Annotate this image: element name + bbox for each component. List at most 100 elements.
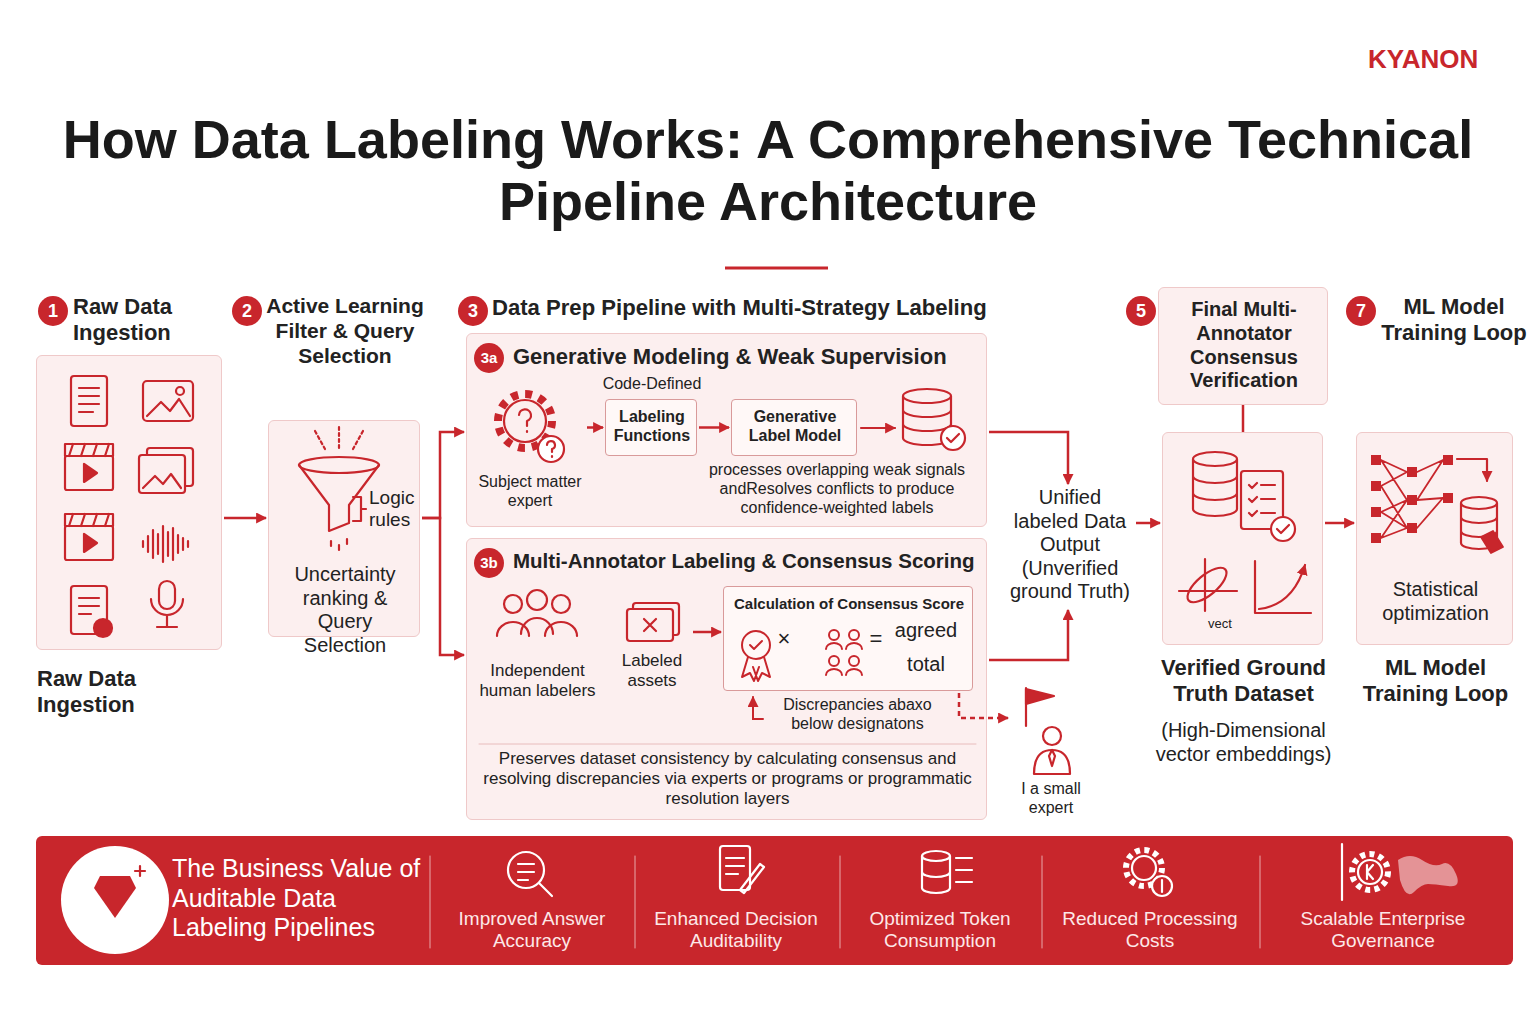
title-underline-part	[725, 267, 828, 270]
expert-icon-part	[1026, 689, 1054, 704]
operator-symbol: ×	[774, 626, 794, 652]
connector	[693, 631, 721, 634]
axis-label: vect	[1208, 616, 1248, 631]
media-icons-part	[65, 514, 113, 526]
connector	[1325, 522, 1354, 525]
dataset-icons-part	[1259, 565, 1305, 609]
people-icon-part	[527, 590, 547, 610]
logo: KYANON	[1368, 44, 1528, 75]
node-text: Enhanced Decision Auditability	[636, 908, 836, 953]
connector	[1242, 405, 1245, 432]
node-text: Generative Modeling & Weak Supervision	[513, 344, 975, 370]
network-icon-part	[1457, 459, 1487, 481]
expert-icon-part	[1043, 727, 1061, 745]
formula-icons-part	[826, 643, 862, 675]
process-box: Code-DefinedLabeling Functions	[605, 399, 697, 456]
value-icons-part	[1398, 856, 1458, 894]
labelers-node: Independent human labelers	[475, 586, 600, 708]
gear-icon-part	[519, 409, 531, 432]
gear-icon-part	[547, 441, 555, 457]
connector	[1136, 522, 1160, 525]
consensus-box: Multi-Annotator Labeling & Consensus Sco…	[466, 538, 987, 820]
callout-number: 5	[1126, 296, 1156, 326]
dataset-icons-part	[1193, 452, 1237, 516]
node-text: Verified Ground Truth Dataset	[1143, 655, 1344, 707]
gear-icon-part	[538, 436, 564, 462]
dataset-icons-part	[1255, 561, 1311, 613]
network-icon-part-part	[1407, 523, 1417, 533]
media-icons-part	[143, 474, 181, 488]
media-icons-part	[139, 455, 185, 493]
media-icons-part	[65, 526, 113, 560]
callout-number: 1	[38, 296, 68, 326]
media-icons-part	[159, 581, 175, 609]
network-icon-part-part	[1443, 455, 1453, 465]
formula-icons-part	[742, 631, 770, 659]
database-icon-part	[861, 427, 895, 429]
separator-part	[479, 744, 976, 745]
people-icon-part	[504, 595, 522, 613]
verification-box: Final Multi-Annotator Consensus Verifica…	[1158, 287, 1328, 405]
node-text: Optimized Token Consumption	[840, 908, 1040, 953]
node-text: Calculation of Consensus Score	[729, 595, 969, 613]
node-text: processes overlapping weak signals andRe…	[693, 461, 981, 518]
active-learning-panel: Active Learning Filter & Query Selection…	[268, 420, 420, 637]
network-icon-part-part	[1443, 493, 1453, 503]
output-node: Unified labeled Data Output (Unverified …	[1006, 486, 1134, 608]
media-icons-part	[79, 598, 99, 614]
node-text: Labeled assets	[609, 651, 695, 691]
formula-icons-part	[849, 656, 859, 666]
node-text: (High-Dimensional vector embeddings)	[1133, 719, 1354, 766]
dataset-icons-part	[1179, 559, 1237, 611]
connector	[422, 518, 464, 655]
node-text: ML Model Training Loop	[1352, 655, 1519, 707]
media-icons-part	[151, 599, 183, 627]
node-text: agreed	[886, 619, 966, 643]
assets-icon-part	[644, 619, 656, 631]
section-heading: Data Prep Pipeline with Multi-Strategy L…	[492, 295, 987, 321]
node-text: Uncertainty ranking & Query Selection	[275, 563, 415, 657]
process-box: Generative Label Model	[731, 399, 857, 456]
node-text: Unified labeled Data Output (Unverified …	[1006, 486, 1134, 604]
node-text: Logic rules	[369, 487, 419, 532]
node-text: ML Model Training Loop	[1379, 294, 1529, 346]
node-text: Active Learning Filter & Query Selection	[263, 294, 427, 368]
connector	[224, 517, 266, 520]
node-text: Scalable Enterprise Governance	[1283, 908, 1483, 953]
media-icons-part	[79, 388, 99, 412]
network-icon-part-part	[1407, 467, 1417, 477]
ground-truth-panel: Verified Ground Truth Dataset(High-Dimen…	[1162, 432, 1323, 645]
node-text: total	[886, 653, 966, 677]
value-icons-part	[922, 851, 972, 893]
people-icon-part	[497, 618, 577, 636]
formula-icons-part	[849, 630, 859, 640]
node-text: Independent human labelers	[475, 661, 600, 701]
media-icons-part	[84, 534, 97, 552]
media-icons-part	[94, 619, 112, 637]
training-panel: ML Model Training LoopStatistical optimi…	[1356, 432, 1513, 645]
gear-icon-part	[504, 400, 546, 442]
database-icon-part	[947, 434, 959, 442]
network-icon-part-part	[1407, 495, 1417, 505]
connector	[989, 610, 1068, 660]
callout-number: 3a	[474, 343, 504, 373]
node-text: Final Multi-Annotator Consensus Verifica…	[1164, 298, 1324, 392]
network-icon-part-part	[1371, 507, 1381, 517]
note: Discrepancies abaxo below designatons	[770, 696, 945, 734]
value-icons-part	[1152, 876, 1172, 896]
node-text: Statistical optimization	[1362, 578, 1509, 625]
value-icons-part	[1358, 860, 1382, 884]
expert-icon-part	[1049, 750, 1055, 766]
callout-number: 7	[1346, 296, 1376, 326]
weak-supervision-box: Generative Modeling & Weak Supervision pr…	[466, 333, 987, 527]
value-icons-part	[1132, 856, 1156, 880]
media-icons-part	[176, 387, 184, 395]
dataset-icons-part	[1182, 562, 1232, 608]
connector	[422, 432, 464, 518]
dataset-icons-part	[1277, 525, 1289, 533]
dataset-icons	[1163, 433, 1324, 646]
value-icons-part	[135, 866, 145, 876]
node-text: Labeling Functions	[608, 408, 696, 446]
connector	[587, 426, 603, 429]
